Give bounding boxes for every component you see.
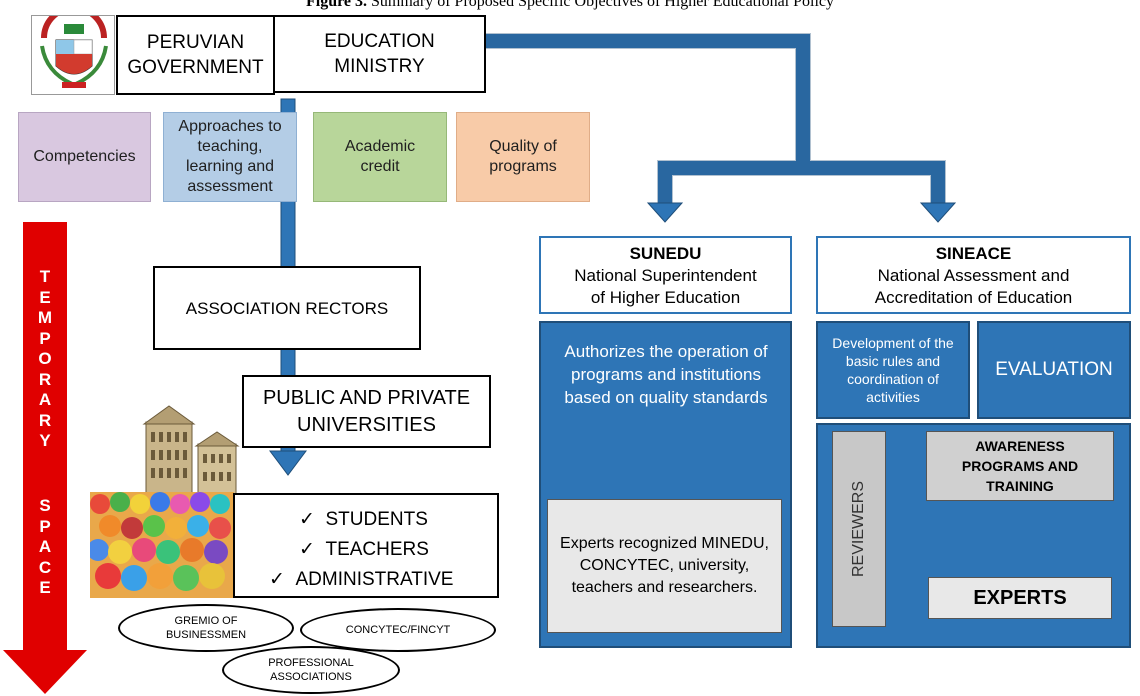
sunedu-role: Authorizes the operation of programs and… xyxy=(564,342,768,407)
sunedu-name: SUNEDU xyxy=(629,244,702,263)
sineace-development-box: Development of the basic rules and coord… xyxy=(816,321,970,419)
ellipse-gremio-businessmen: GREMIO OF BUSINESSMEN xyxy=(118,604,294,652)
member-teachers: ✓ TEACHERS xyxy=(299,539,429,560)
crowd-image xyxy=(90,492,234,598)
universities-line-1: PUBLIC AND PRIVATE xyxy=(262,386,471,409)
ministry-line-1: EDUCATION xyxy=(324,31,435,52)
member-administrative: ✓ ADMINISTRATIVE xyxy=(269,569,454,590)
ellipse-concytec-fincyt: CONCYTEC/FINCYT xyxy=(300,608,496,652)
education-ministry-box: EDUCATION MINISTRY xyxy=(273,15,486,93)
figure-caption: Figure 3. Summary of Proposed Specific O… xyxy=(0,0,1140,11)
sunedu-header: SUNEDU National Superintendent of Higher… xyxy=(539,236,792,314)
topic-quality-programs: Quality of programs xyxy=(456,112,590,202)
sineace-evaluation-box: EVALUATION xyxy=(977,321,1131,419)
awareness-training-box: AWARENESS PROGRAMS AND TRAINING xyxy=(926,431,1114,501)
topic-approaches: Approaches to teaching, learning and ass… xyxy=(163,112,297,202)
experts-box: EXPERTS xyxy=(928,577,1112,619)
topic-academic-credit: Academic credit xyxy=(313,112,447,202)
sunedu-full-line-1: National Superintendent xyxy=(574,266,757,285)
association-rectors-box: ASSOCIATION RECTORS xyxy=(153,266,421,350)
sunedu-panel: Authorizes the operation of programs and… xyxy=(539,321,792,648)
arrowhead-to-sunedu xyxy=(646,202,684,223)
sineace-name: SINEACE xyxy=(935,244,1012,263)
government-line-2: GOVERNMENT xyxy=(127,57,264,78)
members-box: ✓ STUDENTS ✓ TEACHERS ✓ ADMINISTRATIVE xyxy=(233,493,499,598)
sineace-experts-panel: REVIEWERS AWARENESS PROGRAMS AND TRAININ… xyxy=(816,423,1131,648)
member-students: ✓ STUDENTS xyxy=(299,509,428,530)
topic-competencies: Competencies xyxy=(18,112,151,202)
arrowhead-to-sineace xyxy=(919,202,957,223)
ministry-line-2: MINISTRY xyxy=(334,56,425,77)
reviewers-label: REVIEWERS xyxy=(850,480,868,578)
ministry-connector-edge xyxy=(486,33,946,203)
university-building-image xyxy=(140,400,240,496)
peruvian-government-box: PERUVIAN GOVERNMENT xyxy=(116,15,275,95)
arrowhead-to-members xyxy=(269,450,307,476)
universities-box: PUBLIC AND PRIVATE UNIVERSITIES xyxy=(242,375,491,448)
reviewers-box: REVIEWERS xyxy=(832,431,886,627)
sunedu-experts-box: Experts recognized MINEDU, CONCYTEC, uni… xyxy=(547,499,782,633)
timeline-arrow xyxy=(3,222,87,694)
ministry-connector xyxy=(486,34,945,203)
sineace-full-line-1: National Assessment and xyxy=(877,266,1070,285)
figure-label: Figure 3. xyxy=(305,0,367,10)
government-line-1: PERUVIAN xyxy=(146,32,245,53)
ellipse-professional-associations: PROFESSIONAL ASSOCIATIONS xyxy=(222,646,400,694)
universities-line-2: UNIVERSITIES xyxy=(297,413,436,436)
sunedu-full-line-2: of Higher Education xyxy=(590,288,741,307)
sineace-full-line-2: Accreditation of Education xyxy=(874,288,1073,307)
sineace-header: SINEACE National Assessment and Accredit… xyxy=(816,236,1131,314)
figure-title: Summary of Proposed Specific Objectives … xyxy=(371,0,835,10)
peru-coat-of-arms xyxy=(31,15,115,95)
